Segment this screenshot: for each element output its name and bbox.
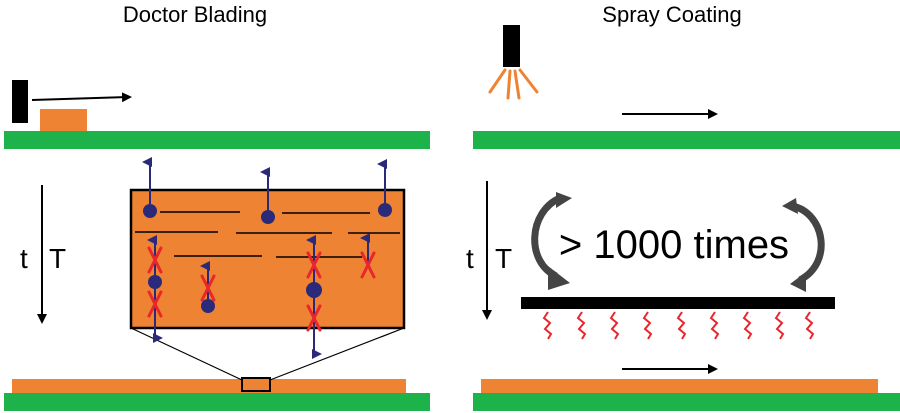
zoom-line-right	[269, 327, 405, 381]
axis-t-left: t	[20, 243, 28, 274]
doctor-blade	[12, 80, 28, 123]
substrate-top-right	[473, 131, 900, 149]
doctor-blading-panel: Doctor Blading t T	[4, 2, 430, 411]
blade-motion-arrow	[31, 92, 132, 103]
hotplate	[521, 297, 835, 309]
spray-jets	[488, 68, 539, 100]
substrate-top-left	[4, 131, 430, 149]
substrate-bottom-right	[473, 393, 900, 411]
blocked-cross-marks	[147, 246, 376, 332]
spray-nozzle	[503, 25, 520, 67]
spray-coating-panel: Spray Coating t T > 1000 times	[466, 2, 900, 411]
zoom-line-left	[130, 327, 243, 381]
ink-reservoir	[40, 109, 87, 131]
particle	[378, 203, 392, 217]
escaping-particles	[142, 157, 392, 224]
spray-coating-title: Spray Coating	[602, 2, 741, 27]
axis-t-right: t	[466, 243, 474, 274]
particle	[261, 210, 275, 224]
polymer-chains	[542, 311, 815, 340]
particle	[201, 299, 215, 313]
particle	[143, 204, 157, 218]
doctor-blading-title: Doctor Blading	[123, 2, 267, 27]
axis-T-left: T	[49, 243, 66, 274]
film-bottom-right	[481, 379, 878, 393]
particle	[306, 282, 322, 298]
substrate-bottom-left	[4, 393, 430, 411]
cycle-arrow-left-icon	[531, 192, 572, 290]
cycle-arrow-right-icon	[782, 198, 825, 292]
repeat-count-label: > 1000 times	[559, 223, 789, 267]
zoom-source-box	[241, 377, 271, 392]
film-bottom-left	[12, 379, 406, 393]
axis-T-right: T	[495, 243, 512, 274]
particle	[148, 275, 162, 289]
trapped-particles	[147, 233, 376, 359]
